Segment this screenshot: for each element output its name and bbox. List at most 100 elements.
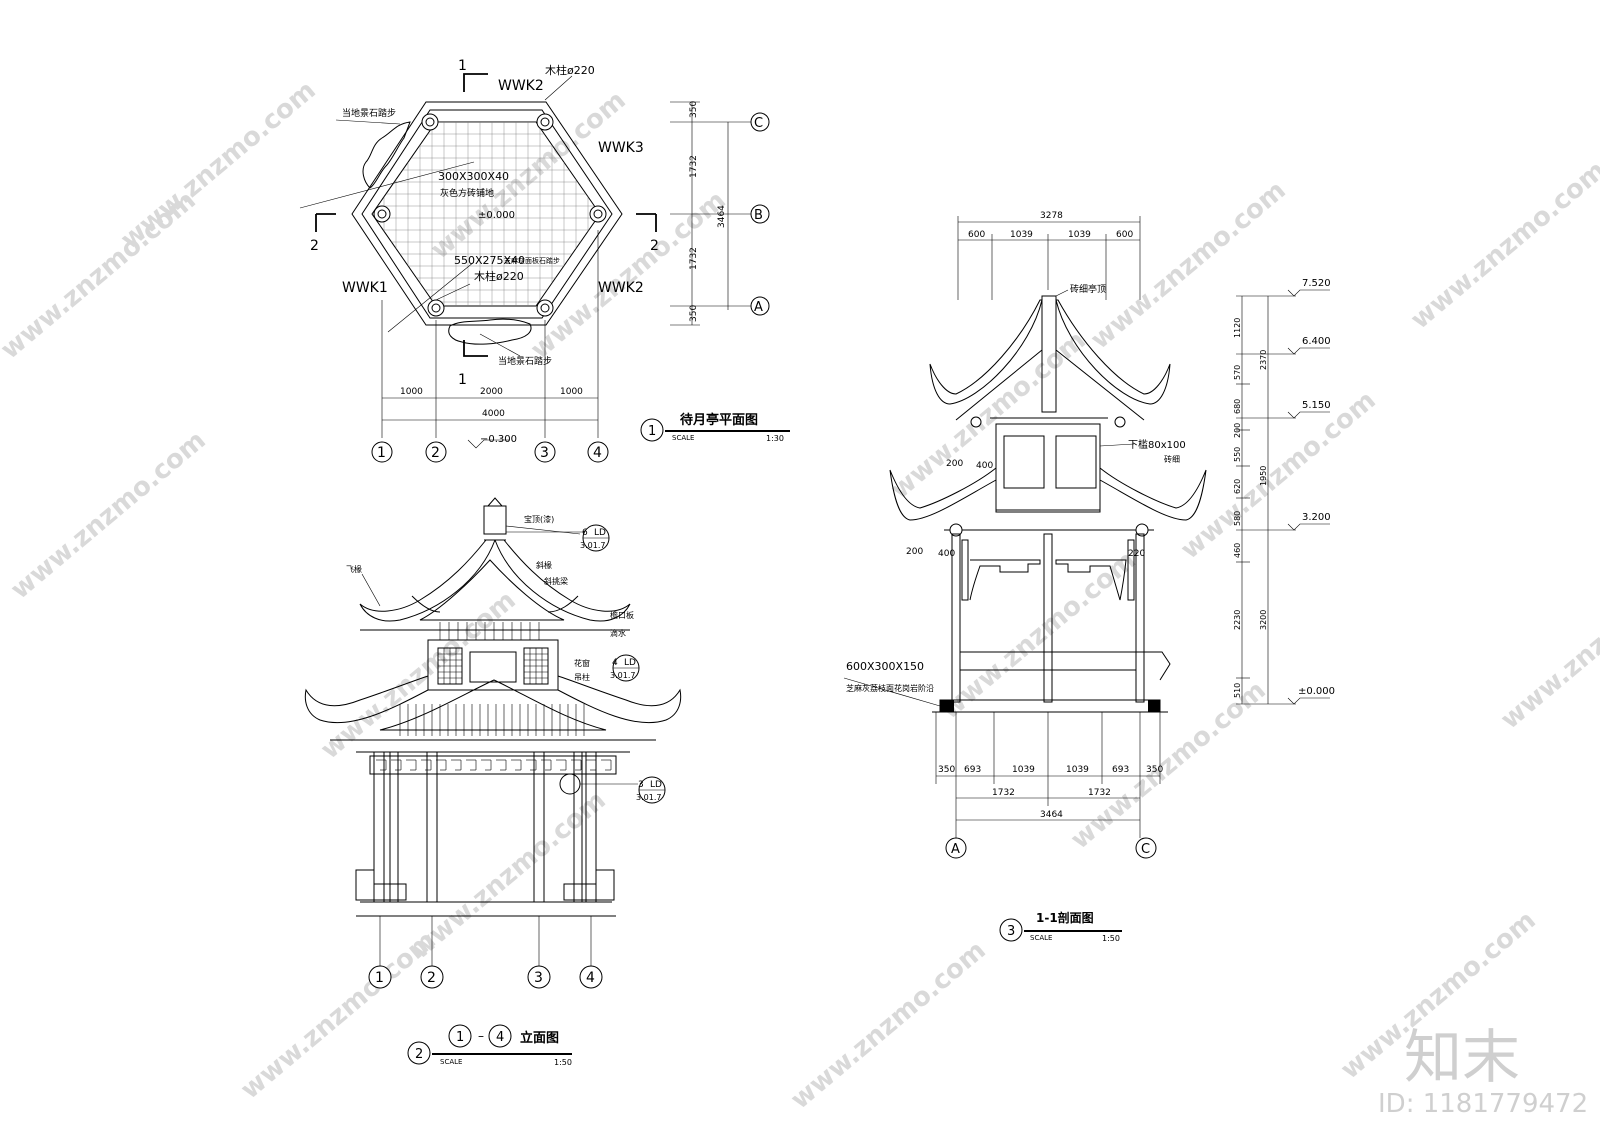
wwk-label: WWK2 xyxy=(498,78,544,94)
grid-axis-label: 4 xyxy=(593,445,602,461)
grid-axis-label: 2 xyxy=(427,970,436,986)
plan-stone-top xyxy=(362,121,411,189)
dim-label: 2230 xyxy=(1233,610,1242,630)
watermark-text: www.znzmo.com xyxy=(405,785,611,965)
upper-drum xyxy=(427,639,559,691)
section-vertical-dims: 1120 570 680 200 550 620 580 460 2230 51… xyxy=(1233,278,1335,705)
frieze-pattern xyxy=(376,759,612,771)
outer-level: −0.300 xyxy=(480,434,517,445)
plan-stone-bottom xyxy=(448,318,532,345)
section-paving-note: 芝麻灰荔枝面花岗岩阶沿 xyxy=(846,683,934,693)
dim-label: 693 xyxy=(1112,765,1129,775)
section-note: 砖细 xyxy=(1164,454,1180,464)
grid-row-label: C xyxy=(1141,842,1150,857)
paving-size: 300X300X40 xyxy=(438,170,509,183)
plan-title-block: 1 待月亭平面图 SCALE 1:30 xyxy=(640,412,790,443)
watermark-text: www.znzmo.com xyxy=(315,585,521,765)
dim-label: 200 xyxy=(946,459,963,469)
dim-label: 3278 xyxy=(1040,211,1063,221)
level-label: 6.400 xyxy=(1302,336,1331,347)
section-lower-roof xyxy=(889,466,997,521)
upper-roof-rafters xyxy=(439,622,540,640)
ridge-post xyxy=(1041,295,1057,413)
dim-label: 680 xyxy=(1233,399,1242,414)
watermark-text: www.znzmo.com xyxy=(5,425,211,605)
ref-code: 3.01.7 xyxy=(610,671,635,680)
dim-label: 1039 xyxy=(1068,230,1091,240)
level-label: ±0.000 xyxy=(1298,686,1335,697)
id-label: ID: 1181779472 xyxy=(1378,1089,1588,1119)
watermark-text: www.znzmo.com xyxy=(235,925,441,1105)
dim-label: 1732 xyxy=(689,247,699,270)
title-from: 1 xyxy=(456,1030,464,1045)
plan-columns xyxy=(373,113,607,317)
section-top-dims: 3278 600 1039 1039 600 xyxy=(957,211,1141,300)
scale-value: 1:50 xyxy=(554,1058,572,1067)
elevation-note: 吊柱 xyxy=(574,672,590,682)
wwk-label: WWK3 xyxy=(598,140,644,156)
dim-label: 4000 xyxy=(482,409,505,419)
grid-row-label: B xyxy=(754,208,763,223)
section-mark-label: 2 xyxy=(650,238,659,254)
paving-note: 灰色方砖铺地 xyxy=(440,187,494,199)
scale-label: SCALE xyxy=(440,1058,462,1066)
grid-row-label: C xyxy=(754,116,763,131)
ref-num: 3 xyxy=(638,780,644,790)
dim-label: 2370 xyxy=(1259,350,1268,370)
watermark-text: www.znzmo.com xyxy=(525,185,731,365)
dim-label: 350 xyxy=(1146,765,1163,775)
section-columns xyxy=(951,533,1145,703)
dim-label: 400 xyxy=(938,549,955,559)
plan-section-marks: 1 1 2 2 xyxy=(310,58,659,388)
elevation-note: 檐口板 xyxy=(610,610,634,620)
floor-level: ±0.000 xyxy=(478,210,515,221)
logo-text: 知末 xyxy=(1404,1023,1520,1091)
lower-roof xyxy=(304,675,429,724)
elevation-note: 飞椽 xyxy=(346,564,362,574)
dim-label: 1732 xyxy=(1088,788,1111,798)
step-note: 芝麻灰面板石踏步 xyxy=(504,256,560,265)
elevation-note: 滴水 xyxy=(610,628,626,638)
dim-label: 350 xyxy=(689,101,699,118)
watermark-text: www.znzmo.com xyxy=(1065,675,1271,855)
section-notes: 砖细亭顶 下槛80x100 砖细 200 400 200 400 220 600… xyxy=(843,283,1186,707)
dim-label: 600 xyxy=(968,230,985,240)
grid-row-label: A xyxy=(951,842,960,857)
elevation-view: 宝顶(漆) 飞椽 斜椽 斜挑梁 檐口板 滴水 花窗 吊柱 6 LD 3.01.7… xyxy=(304,497,682,1067)
section-mark-label: 1 xyxy=(458,372,467,388)
watermark-text: www.znzmo.com xyxy=(935,545,1141,725)
dim-label: 2000 xyxy=(480,387,503,397)
ref-num: 4 xyxy=(612,658,618,668)
dim-label: 570 xyxy=(1233,365,1242,380)
column-note: 木柱ø220 xyxy=(545,63,595,77)
detail-ref-3: 3 LD 3.01.7 xyxy=(559,773,666,804)
level-label: 7.520 xyxy=(1302,278,1331,289)
section-title-block: 3 1-1剖面图 SCALE 1:50 xyxy=(999,910,1122,943)
watermark-text: www.znzmo.com xyxy=(1495,555,1600,735)
dim-label: 220 xyxy=(1128,549,1145,559)
roof-finial xyxy=(483,505,507,535)
dim-label: 1000 xyxy=(560,387,583,397)
level-label: 5.150 xyxy=(1302,400,1331,411)
section-upper-wall xyxy=(995,423,1101,513)
dim-label: 3464 xyxy=(717,205,727,228)
grid-axis-label: 2 xyxy=(431,445,440,461)
wwk-label: WWK1 xyxy=(342,280,388,296)
stone-note: 当地景石踏步 xyxy=(342,107,396,119)
dim-label: 600 xyxy=(1116,230,1133,240)
ref-sheet: LD xyxy=(594,528,606,538)
scale-label: SCALE xyxy=(672,434,694,442)
watermark-text: www.znzmo.com xyxy=(1085,175,1291,355)
grid-row-label: A xyxy=(754,300,763,315)
grid-axis-label: 3 xyxy=(534,970,543,986)
watermark-layer: www.znzmo.com www.znzmo.com www.znzmo.co… xyxy=(0,75,1600,1115)
ref-sheet: LD xyxy=(624,658,636,668)
grid-axis-label: 3 xyxy=(540,445,549,461)
ref-num: 6 xyxy=(582,528,588,538)
dim-label: 1039 xyxy=(1010,230,1033,240)
plan-horizontal-dims: 1000 2000 1000 4000 1 2 3 4 −0.300 xyxy=(371,230,609,463)
dim-label: 400 xyxy=(976,461,993,471)
lower-roof-rafters xyxy=(399,704,585,736)
level-label: 3.200 xyxy=(1302,512,1331,523)
scale-label: SCALE xyxy=(1030,934,1052,942)
